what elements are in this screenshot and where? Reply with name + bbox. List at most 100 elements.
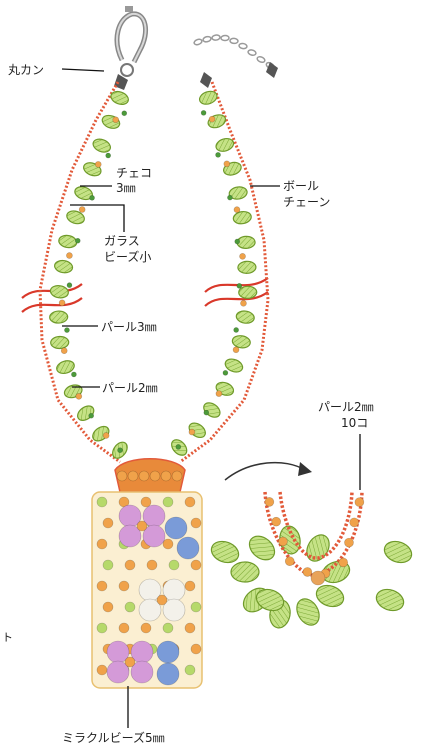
filler-bead: [141, 623, 151, 633]
filler-bead: [163, 539, 173, 549]
pearl-bead: [128, 471, 138, 481]
pearl-bead: [150, 471, 160, 481]
miracle-bead-label: ミラクルビーズ5㎜: [62, 730, 165, 745]
pearl-bead: [59, 300, 65, 306]
filler-bead: [97, 665, 107, 675]
pearl-bead: [95, 161, 101, 167]
pearl-bead: [303, 567, 312, 576]
filler-bead: [97, 623, 107, 633]
detail-count-label: 10コ: [341, 416, 368, 430]
czech-bead: [50, 284, 70, 299]
chain-link: [239, 43, 248, 49]
glass-bead: [75, 238, 80, 243]
czech-bead: [91, 137, 112, 155]
chain-link: [256, 56, 265, 64]
miracle-bead: [177, 537, 199, 559]
filler-bead: [103, 602, 113, 612]
czech-bead-label: チェコ: [116, 166, 152, 180]
czech-bead: [313, 582, 346, 610]
glass-bead: [235, 239, 240, 244]
chain-end-tip: [266, 62, 278, 78]
filler-bead: [125, 560, 135, 570]
czech-bead: [100, 113, 121, 130]
czech-bead: [201, 400, 223, 420]
glass-bead-sub-label: ビーズ小: [104, 249, 151, 264]
glass-bead: [201, 110, 206, 115]
czech-bead: [58, 234, 78, 249]
break-mark-right: [205, 278, 268, 306]
miracle-bead: [157, 663, 179, 685]
czech-bead: [373, 586, 406, 614]
glass-bead: [237, 283, 242, 288]
glass-bead: [67, 283, 72, 288]
pearl-bead: [233, 347, 239, 353]
czech-bead: [239, 286, 257, 299]
glass-bead: [176, 444, 181, 449]
chain-link: [212, 35, 221, 41]
pearl-bead: [265, 497, 274, 506]
filler-bead: [103, 518, 113, 528]
filler-bead: [119, 623, 129, 633]
pearl-bead: [224, 161, 230, 167]
pearl-bead: [240, 253, 246, 259]
czech-bead: [302, 531, 333, 565]
pearl-bead: [339, 558, 348, 567]
pearl-bead: [113, 117, 119, 123]
detail-pearl-label: パール2㎜: [318, 400, 374, 414]
pearl-bead: [240, 300, 246, 306]
filler-bead: [103, 560, 113, 570]
glass-bead: [118, 448, 123, 453]
pearl-bead: [344, 538, 353, 547]
glass-bead-label: ガラス: [104, 234, 140, 248]
ball-chain: [40, 82, 120, 462]
glass-bead: [234, 327, 239, 332]
chain-end-tip: [200, 72, 212, 88]
ball-chain-label: ボール: [283, 179, 319, 193]
czech-bead: [198, 89, 219, 106]
filler-bead: [191, 518, 201, 528]
glass-bead: [216, 152, 221, 157]
pink-flower-lower-center: [125, 657, 135, 667]
pearl-2mm-label: パール2㎜: [102, 381, 158, 395]
filler-bead: [191, 644, 201, 654]
miracle-bead: [157, 641, 179, 663]
center-pearl: [311, 571, 325, 585]
filler-bead: [163, 497, 173, 507]
ball-chain-sub-label: チェーン: [283, 195, 330, 209]
necklace-strands: [40, 82, 268, 462]
czech-bead: [245, 531, 279, 564]
filler-bead: [185, 581, 195, 591]
chain-link: [247, 49, 256, 56]
filler-bead: [141, 497, 151, 507]
filler-bead: [191, 602, 201, 612]
filler-bead: [97, 539, 107, 549]
pearl-bead: [350, 518, 359, 527]
pearl-bead: [285, 557, 294, 566]
czech-bead-size-label: 3㎜: [116, 181, 136, 195]
pearl-bead: [103, 432, 109, 438]
czech-bead: [208, 538, 241, 566]
glass-bead: [89, 413, 94, 418]
glass-bead: [64, 328, 69, 333]
miracle-bead: [165, 517, 187, 539]
pearl-bead: [216, 391, 222, 397]
czech-bead: [109, 89, 130, 106]
filler-bead: [185, 623, 195, 633]
czech-bead: [231, 562, 259, 582]
czech-bead: [238, 261, 256, 274]
pearl-bead: [66, 253, 72, 259]
pearl-bead: [189, 429, 195, 435]
pendant-panel: [92, 459, 202, 688]
glass-bead: [223, 370, 228, 375]
filler-bead: [185, 665, 195, 675]
czech-bead: [235, 310, 255, 325]
adjuster-chain: [193, 35, 278, 88]
pearl-bead: [139, 471, 149, 481]
chain-link: [203, 36, 212, 43]
edge-fragment-text: ト: [2, 631, 13, 644]
pearl-bead: [209, 116, 215, 122]
chain-link: [193, 38, 202, 45]
pearl-bead: [278, 537, 287, 546]
pearl-bead: [117, 471, 127, 481]
